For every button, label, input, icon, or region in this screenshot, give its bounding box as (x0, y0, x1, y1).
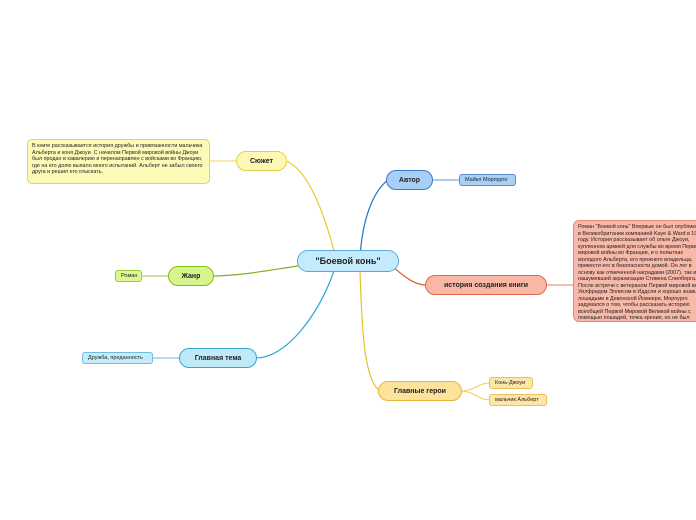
topic-genre[interactable]: Жанр (168, 266, 214, 286)
central-topic[interactable]: "Боевой конь" (297, 250, 399, 272)
leaf-character-horse[interactable]: Конь-Джоуи (489, 377, 533, 389)
link-heroes (359, 271, 381, 392)
link-plot (285, 160, 337, 259)
link-history (393, 267, 427, 286)
plot-note: В книге рассказывается история дружбы и … (27, 139, 210, 184)
link-heroes-leaf-2 (460, 390, 491, 401)
topic-main-theme[interactable]: Главная тема (179, 348, 257, 368)
topic-main-characters[interactable]: Главные герои (378, 381, 462, 401)
link-author (359, 179, 389, 259)
leaf-genre-value[interactable]: Роман (115, 270, 142, 282)
topic-history[interactable]: история создания книги (425, 275, 547, 295)
leaf-author-name[interactable]: Майкл Морпурго (459, 174, 516, 186)
history-note: Роман "Боевой конь" Впервые он был опубл… (573, 220, 696, 322)
link-genre (211, 265, 299, 277)
topic-plot[interactable]: Сюжет (236, 151, 287, 171)
link-heroes-leaf-1 (460, 382, 491, 392)
leaf-theme-value[interactable]: Дружба, преданность (82, 352, 153, 364)
link-theme (255, 270, 335, 359)
leaf-character-boy[interactable]: мальчик Альберт (489, 394, 547, 406)
topic-author[interactable]: Автор (386, 170, 433, 190)
